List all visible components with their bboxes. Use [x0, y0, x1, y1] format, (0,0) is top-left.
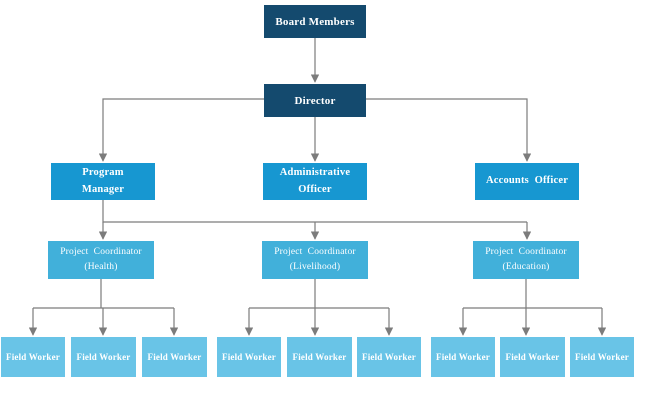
org-node-field-worker-9: Field Worker	[570, 337, 634, 377]
org-node-field-worker-2: Field Worker	[71, 337, 136, 377]
org-node-director: Director	[264, 84, 366, 117]
org-node-coordinator-health: Project Coordinator (Health)	[48, 241, 154, 279]
connector-manager-coordinators-bus	[102, 200, 527, 223]
org-node-field-worker-6: Field Worker	[357, 337, 421, 377]
org-node-field-worker-8: Field Worker	[500, 337, 565, 377]
org-node-coordinator-education: Project Coordinator (Education)	[473, 241, 579, 279]
org-node-accounts-officer: Accounts Officer	[475, 163, 579, 200]
org-node-field-worker-1: Field Worker	[1, 337, 65, 377]
connector-health-bus	[33, 279, 174, 309]
org-node-field-worker-4: Field Worker	[217, 337, 281, 377]
connector-director-program-manager	[98, 98, 264, 162]
org-node-field-worker-3: Field Worker	[142, 337, 207, 377]
org-node-coordinator-livelihood: Project Coordinator (Livelihood)	[262, 241, 368, 279]
connector-livelihood-bus	[249, 279, 389, 309]
org-node-field-worker-5: Field Worker	[287, 337, 352, 377]
org-node-field-worker-7: Field Worker	[431, 337, 495, 377]
org-node-board-members: Board Members	[264, 5, 366, 38]
org-node-administrative-officer: Administrative Officer	[263, 163, 367, 200]
connector-education-bus	[463, 279, 602, 309]
org-node-program-manager: Program Manager	[51, 163, 155, 200]
connector-director-accounts-officer	[366, 98, 532, 162]
